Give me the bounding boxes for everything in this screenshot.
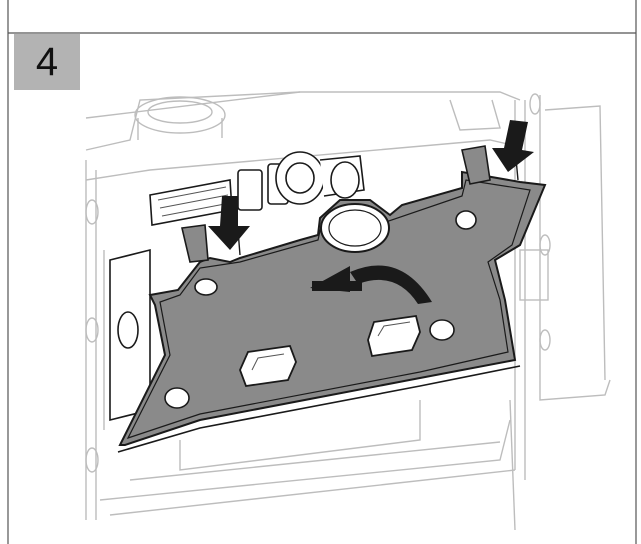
step-number: 4 xyxy=(35,40,59,84)
curved-arrow-icon xyxy=(310,265,432,304)
arrow-down-icon xyxy=(208,196,250,250)
arrow-down-icon-right xyxy=(492,120,534,172)
pipe-fittings xyxy=(109,151,365,422)
step-number-badge: 4 xyxy=(14,34,80,90)
mounting-plate xyxy=(117,145,547,453)
figure-border xyxy=(7,0,637,544)
